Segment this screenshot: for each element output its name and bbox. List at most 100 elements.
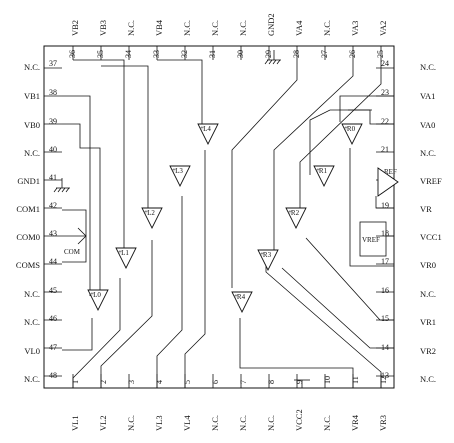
pin-name-top: GND2 xyxy=(266,13,276,36)
pin-name-right: VA0 xyxy=(420,120,435,130)
plus-sign: + xyxy=(234,292,238,300)
com-label: COM xyxy=(64,248,81,256)
vr-trace xyxy=(375,196,394,209)
pin-name-top: VB2 xyxy=(70,20,80,36)
plus-sign: + xyxy=(200,124,204,132)
pin-name-bottom: VL4 xyxy=(182,415,192,431)
pin-name-right: VR2 xyxy=(420,346,436,356)
pin-name-left: VB0 xyxy=(24,120,40,130)
pin-number-bottom: 9 xyxy=(295,380,304,384)
pin-number-left: 46 xyxy=(49,314,57,323)
pin-name-bottom: N.C. xyxy=(210,415,220,431)
vb0-trace xyxy=(62,123,101,298)
buffer-amplifier-l4 xyxy=(197,123,219,146)
va2-trace xyxy=(299,60,382,212)
pin-name-right: N.C. xyxy=(420,289,436,299)
pin-name-right: VCC1 xyxy=(420,232,442,242)
r1-feedback-trace xyxy=(309,109,372,175)
pin-number-top: 35 xyxy=(96,50,105,58)
va1-trace xyxy=(339,95,394,122)
plus-sign: + xyxy=(118,248,122,256)
pin-number-right: 15 xyxy=(381,314,389,323)
pin-name-left: GND1 xyxy=(17,176,40,186)
pin-name-bottom: N.C. xyxy=(126,415,136,431)
pin-number-top: 28 xyxy=(292,50,301,58)
vref-internal-box xyxy=(359,221,387,257)
pin-name-top: N.C. xyxy=(182,20,192,36)
amplifier-label: L3 xyxy=(175,167,183,175)
pin-number-bottom: 1 xyxy=(71,380,80,384)
pin-name-left: N.C. xyxy=(24,374,40,384)
pin-number-right: 13 xyxy=(381,371,389,380)
pin-number-top: 31 xyxy=(208,50,217,58)
amplifier-label: L4 xyxy=(203,125,211,133)
pin-number-top: 32 xyxy=(180,50,189,58)
pin-number-bottom: 4 xyxy=(155,380,164,384)
plus-sign: + xyxy=(344,124,348,132)
pin-number-top: 25 xyxy=(376,50,385,58)
pin-number-left: 43 xyxy=(49,229,57,238)
pin-name-bottom: VCC2 xyxy=(294,409,304,431)
vl4-trace xyxy=(184,150,206,388)
plus-sign: + xyxy=(172,166,176,174)
pin-number-right: 24 xyxy=(381,59,389,68)
pin-name-right: N.C. xyxy=(420,148,436,158)
buffer-amplifier-l0 xyxy=(87,289,109,312)
pin-name-top: N.C. xyxy=(210,20,220,36)
pin-name-top: VB3 xyxy=(98,20,108,36)
va3-trace xyxy=(273,60,354,250)
pin-name-bottom: N.C. xyxy=(322,415,332,431)
amplifier-label: R0 xyxy=(347,125,356,133)
pin-name-bottom: VR3 xyxy=(378,415,388,431)
pin-number-top: 34 xyxy=(124,50,133,58)
pin-number-top: 33 xyxy=(152,50,161,58)
pin-number-bottom: 2 xyxy=(99,380,108,384)
pin-number-bottom: 7 xyxy=(239,380,248,384)
pin-name-right: N.C. xyxy=(420,62,436,72)
buffer-amplifier-l2 xyxy=(141,207,163,230)
ref-op-amp xyxy=(377,167,399,197)
vb1-trace xyxy=(62,95,91,296)
vl2-trace xyxy=(100,240,153,388)
amplifier-label: R3 xyxy=(263,251,272,259)
pin-number-right: 16 xyxy=(381,286,389,295)
pin-name-top: VA4 xyxy=(294,20,304,36)
pin-name-left: VB1 xyxy=(24,91,40,101)
pin-name-top: VA3 xyxy=(350,21,360,36)
pin-number-right: 22 xyxy=(381,117,389,126)
vcc2-supply-symbol xyxy=(294,379,310,388)
pin-name-bottom: VL3 xyxy=(154,415,164,431)
pin-number-left: 48 xyxy=(49,371,57,380)
buffer-amplifier-r0 xyxy=(341,123,363,146)
pin-name-bottom: N.C. xyxy=(238,415,248,431)
pin-name-bottom: VR4 xyxy=(350,414,360,431)
pin-name-top: VA2 xyxy=(378,21,388,36)
amplifier-label: R1 xyxy=(319,167,328,175)
vref-box-label: VREF xyxy=(362,236,380,244)
pin-name-bottom: VL2 xyxy=(98,415,108,431)
vl0-trace xyxy=(62,318,93,351)
ic-body-outline xyxy=(43,45,395,389)
pin-number-left: 44 xyxy=(49,257,57,266)
vr1-trace xyxy=(305,237,394,321)
pin-number-top: 30 xyxy=(236,50,245,58)
vb2-trace xyxy=(73,59,125,255)
pin-number-top: 27 xyxy=(320,50,329,58)
vl1-trace xyxy=(72,278,121,388)
buffer-amplifier-r3 xyxy=(257,249,279,272)
pin-number-bottom: 11 xyxy=(351,376,360,384)
pin-name-bottom: N.C. xyxy=(266,415,276,431)
pin-name-left: COM1 xyxy=(16,204,40,214)
plus-sign: + xyxy=(288,208,292,216)
va4-trace xyxy=(231,60,298,288)
pin-name-right: VR0 xyxy=(420,260,436,270)
pin-name-top: N.C. xyxy=(322,20,332,36)
pin-number-top: 36 xyxy=(68,50,77,58)
amplifier-label: R4 xyxy=(237,293,246,301)
buffer-amplifier-r4 xyxy=(231,291,253,314)
pin-name-left: N.C. xyxy=(24,148,40,158)
pin-number-bottom: 3 xyxy=(127,380,136,384)
plus-sign: + xyxy=(144,208,148,216)
pin-name-bottom: VL1 xyxy=(70,415,80,431)
